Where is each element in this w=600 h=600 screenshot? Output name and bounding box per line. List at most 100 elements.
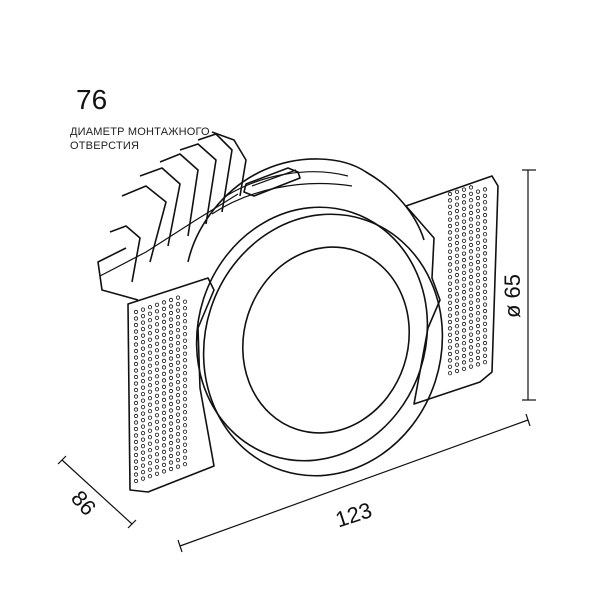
perforation-hole (468, 198, 474, 203)
perforation-hole (182, 462, 188, 467)
perforation-hole (133, 355, 139, 360)
perforation-hole (468, 294, 474, 299)
perforation-hole (468, 274, 474, 280)
perforation-hole (147, 441, 153, 446)
perforation-hole (133, 329, 139, 334)
perforation-hole (175, 457, 181, 463)
perforation-hole (140, 456, 146, 462)
perforation-hole (454, 324, 460, 329)
perforation-hole (140, 417, 146, 423)
perforation-hole (182, 345, 188, 350)
perforation-hole (140, 352, 146, 358)
perforation-hole (154, 328, 160, 333)
perforation-hole (161, 332, 167, 337)
perforation-hole (140, 469, 146, 475)
perforation-hole (147, 435, 153, 440)
perforation-hole (168, 427, 174, 433)
perforation-hole (454, 208, 460, 214)
perforation-hole (175, 314, 181, 320)
perforation-hole (475, 355, 481, 361)
perforation-hole (182, 384, 188, 389)
perforation-hole (182, 312, 188, 317)
perforation-hole (147, 474, 153, 479)
perforation-hole (482, 270, 488, 275)
perforation-hole (161, 319, 167, 324)
perforation-hole (454, 330, 460, 335)
perforation-hole (447, 268, 453, 273)
perforation-hole (482, 283, 488, 288)
perforation-hole (161, 313, 167, 318)
perforation-hole (454, 215, 460, 220)
perforation-hole (461, 309, 467, 314)
perforation-hole (147, 422, 153, 427)
perforation-hole (154, 406, 160, 411)
perforation-hole (482, 315, 488, 320)
perforation-hole (168, 297, 174, 303)
perforation-hole (182, 371, 188, 376)
perforation-hole (147, 467, 153, 472)
perforation-hole (133, 316, 139, 321)
perforation-hole (161, 345, 167, 350)
perforation-hole (161, 339, 167, 344)
perforation-hole (133, 387, 139, 393)
perforation-hole (154, 458, 160, 463)
perforation-hole (182, 449, 188, 454)
perforation-hole (182, 319, 188, 324)
perforation-hole (454, 317, 460, 322)
perforation-hole (161, 358, 167, 363)
perforation-hole (175, 301, 181, 307)
perforation-hole (454, 368, 460, 374)
perforation-hole (161, 462, 167, 467)
perforation-hole (161, 417, 167, 422)
perforation-hole (161, 443, 167, 448)
perforation-hole (154, 445, 160, 450)
perforation-hole (468, 358, 474, 363)
perforation-hole (454, 272, 460, 278)
perforation-hole (133, 342, 139, 347)
perforation-hole (182, 332, 188, 337)
perforation-hole (454, 349, 460, 354)
perforation-hole (168, 466, 174, 472)
perforation-hole (447, 198, 453, 203)
perforation-hole (468, 204, 474, 209)
perforation-hole (447, 191, 453, 197)
perforation-hole (468, 217, 474, 222)
perforation-hole (161, 449, 167, 454)
perforation-hole (133, 394, 139, 399)
perforation-hole (454, 356, 460, 361)
perforation-hole (447, 326, 453, 331)
perforation-hole (154, 348, 160, 353)
perforation-hole (461, 289, 467, 295)
perforation-hole (133, 459, 139, 464)
perforation-hole (468, 249, 474, 254)
perforation-hole (461, 302, 467, 307)
perforation-hole (175, 444, 181, 450)
perforation-hole (147, 337, 153, 342)
perforation-hole (475, 234, 481, 239)
perforation-hole (161, 469, 167, 474)
perforation-hole (168, 336, 174, 342)
perforation-hole (182, 416, 188, 421)
housing-body (187, 158, 425, 263)
perforation-hole (140, 320, 146, 325)
perforation-hole (133, 478, 139, 484)
perforation-hole (182, 442, 188, 447)
perforation-hole (475, 317, 481, 322)
perforation-hole (475, 266, 481, 271)
perforation-hole (482, 232, 488, 237)
perforation-hole (461, 206, 467, 211)
perforation-hole (175, 399, 181, 404)
perforation-hole (447, 236, 453, 241)
perforation-hole (468, 236, 474, 241)
perforation-hole (168, 408, 174, 413)
perforation-hole (168, 369, 174, 374)
perforation-hole (154, 452, 160, 457)
perforation-hole (133, 322, 139, 328)
perforation-hole (133, 368, 139, 373)
perforation-hole (140, 339, 146, 345)
perforation-hole (168, 304, 174, 309)
perforation-hole (154, 380, 160, 385)
perforation-hole (461, 257, 467, 263)
perforation-hole (482, 238, 488, 243)
perforation-hole (475, 208, 481, 213)
